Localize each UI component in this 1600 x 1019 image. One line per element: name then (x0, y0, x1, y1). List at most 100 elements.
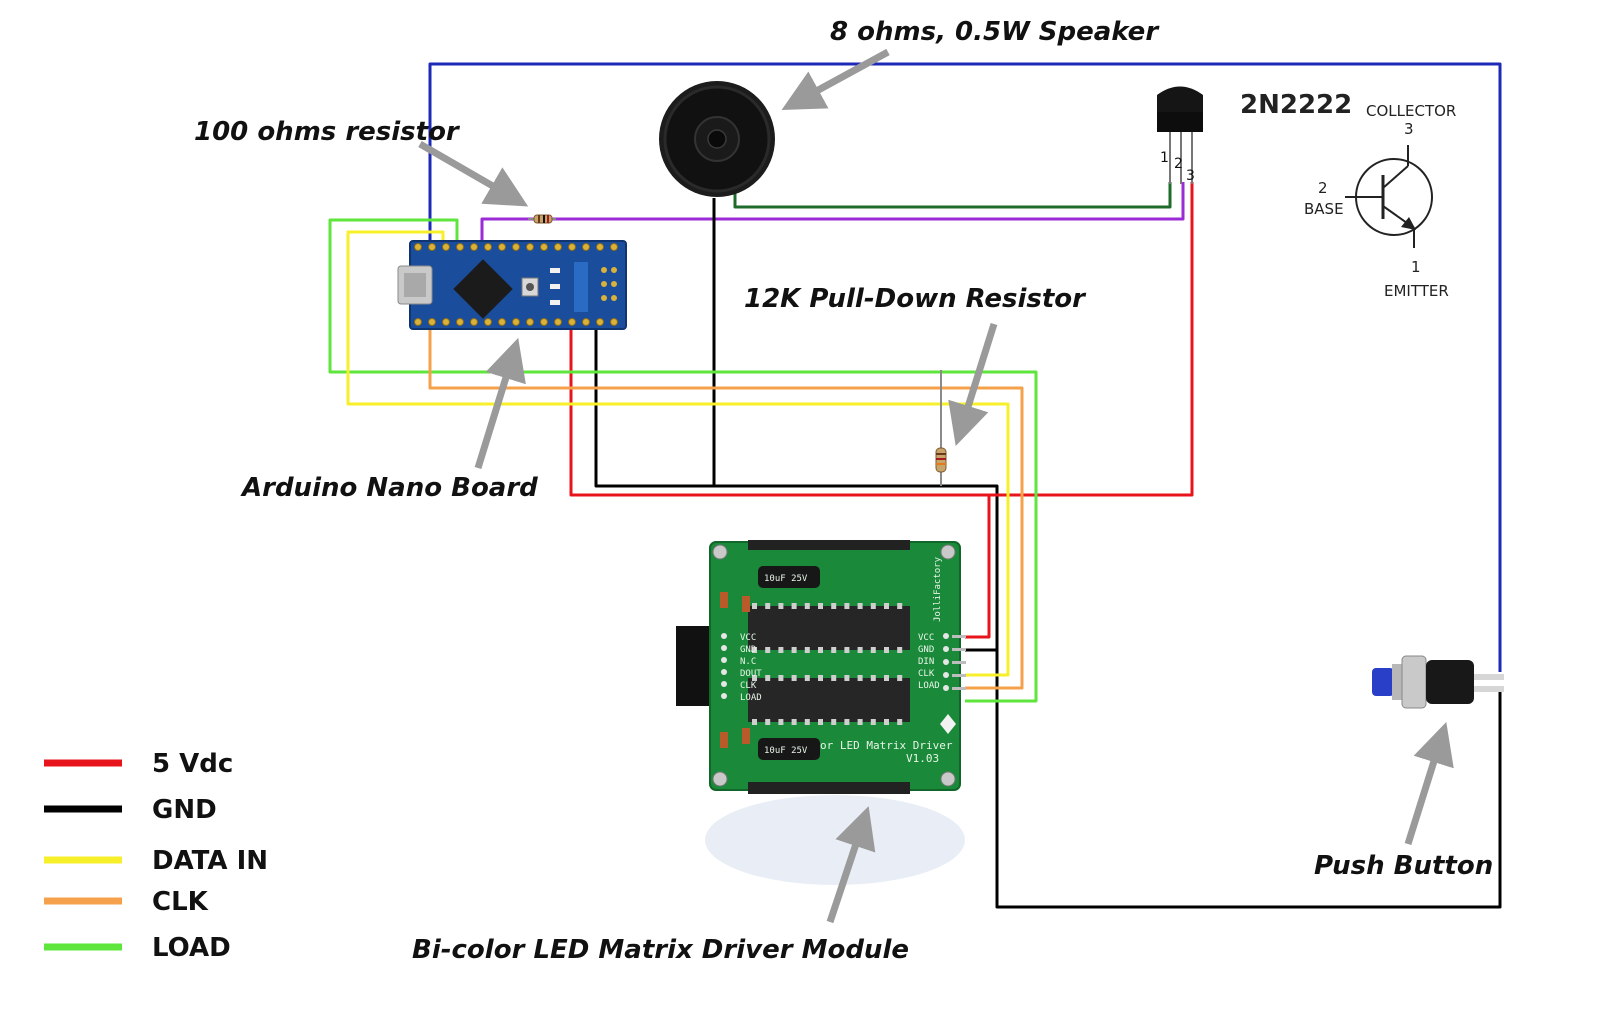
arrow-push-button (1404, 721, 1454, 846)
push-button-label: Push Button (1314, 851, 1493, 881)
ic-pin (778, 647, 784, 653)
driver-header-pin-lead (952, 687, 966, 690)
wire-button-signal (428, 62, 1502, 672)
wire-data-in (346, 230, 1010, 677)
arduino-pin (512, 243, 520, 251)
base-label: BASE (1304, 200, 1344, 218)
wire-gnd-main (594, 322, 999, 652)
driver-left-header-pin (721, 693, 727, 699)
resistor-100-label: 100 ohms resistor (194, 117, 461, 147)
ic-pin (884, 603, 889, 609)
arduino-label: Arduino Nano Board (240, 473, 538, 503)
arduino-pin (568, 318, 576, 326)
arduino-pin (540, 318, 548, 326)
arduino-pin (568, 243, 576, 251)
driver-ic-pins (752, 603, 903, 725)
arrow-12k (948, 322, 998, 447)
ic-pin (804, 719, 810, 725)
driver-left-pin-4: DOUT (740, 669, 762, 679)
driver-header-pin-lead (952, 661, 966, 664)
ic-pin (831, 719, 837, 725)
ic-pin (831, 603, 837, 609)
wire-speaker-collector (733, 182, 1172, 209)
ic-pin (870, 603, 876, 609)
driver-title-line1: or LED Matrix Driver (820, 739, 953, 752)
ic-pin (765, 675, 771, 681)
legend-label-5vdc: 5 Vdc (152, 749, 233, 779)
arduino-pin (582, 318, 590, 326)
wire-5v-driver (965, 495, 991, 639)
callout-arrows (418, 48, 1454, 924)
ic-pin (870, 675, 876, 681)
driver-left-header-pin (721, 633, 727, 639)
legend-label-data-in: DATA IN (152, 846, 268, 876)
ic-pin (752, 647, 757, 653)
arduino-pin (456, 318, 464, 326)
ic-pin (897, 647, 903, 653)
arduino-pin (428, 243, 436, 251)
ic-pin (752, 675, 757, 681)
arrow-100-ohm (418, 140, 529, 207)
ic-pin (818, 675, 823, 681)
driver-right-pin-2: GND (918, 645, 934, 655)
transistor-lead-2-label: 2 (1174, 156, 1183, 172)
transistor-lead-3-label: 3 (1186, 168, 1195, 184)
arduino-pin (554, 243, 562, 251)
ic-pin (765, 603, 771, 609)
transistor-part-number: 2N2222 (1240, 90, 1352, 120)
collector-label: COLLECTOR (1366, 102, 1456, 120)
arduino-pin (582, 243, 590, 251)
arduino-pin (414, 243, 422, 251)
driver-right-header-pin (943, 672, 949, 678)
driver-left-header-pin (721, 645, 727, 651)
ic-pin (778, 675, 784, 681)
arduino-pin (470, 318, 478, 326)
ic-pin (818, 603, 823, 609)
ic-pin (791, 603, 797, 609)
ic-pin (884, 675, 889, 681)
driver-brand: JolliFactory (933, 556, 943, 622)
arduino-pin (498, 318, 506, 326)
transistor-lead-1-label: 1 (1160, 150, 1169, 166)
ic-pin (884, 647, 889, 653)
speaker-label: 8 ohms, 0.5W Speaker (830, 17, 1160, 47)
driver-cap-label-bottom: 10uF 25V (764, 746, 808, 756)
arduino-pin (596, 318, 604, 326)
speaker (659, 81, 775, 197)
ic-pin (752, 719, 757, 725)
arduino-pin (484, 318, 492, 326)
ic-pin (791, 647, 797, 653)
ic-pin (752, 603, 757, 609)
driver-right-header-pin (943, 685, 949, 691)
ic-pin (791, 719, 797, 725)
wire-clk (428, 322, 1024, 690)
driver-right-header-pin (943, 659, 949, 665)
resistor-12k (935, 447, 947, 473)
wire-5v (569, 182, 1194, 497)
driver-right-header-pin (943, 646, 949, 652)
ic-pin (804, 603, 810, 609)
driver-left-pin-1: VCC (740, 633, 756, 643)
driver-header-pin-lead (952, 648, 966, 651)
ic-pin (844, 603, 850, 609)
ic-pin (778, 603, 784, 609)
driver-right-pin-5: LOAD (918, 681, 940, 691)
ic-pin (778, 719, 784, 725)
collector-pin-number: 3 (1404, 120, 1414, 138)
arduino-pin (526, 318, 534, 326)
wires (328, 62, 1502, 909)
ic-pin (818, 719, 823, 725)
arduino-pin (512, 318, 520, 326)
ic-pin (831, 647, 837, 653)
arduino-nano-board (397, 240, 627, 330)
driver-right-header-pin (943, 633, 949, 639)
driver-left-pin-5: CLK (740, 681, 757, 691)
ic-pin (857, 719, 863, 725)
legend: 5 Vdc GND DATA IN CLK LOAD (44, 749, 268, 963)
driver-left-pin-2: GND (740, 645, 756, 655)
ic-pin (804, 675, 810, 681)
arduino-pin (470, 243, 478, 251)
arduino-pin (442, 243, 450, 251)
ic-pin (765, 647, 771, 653)
